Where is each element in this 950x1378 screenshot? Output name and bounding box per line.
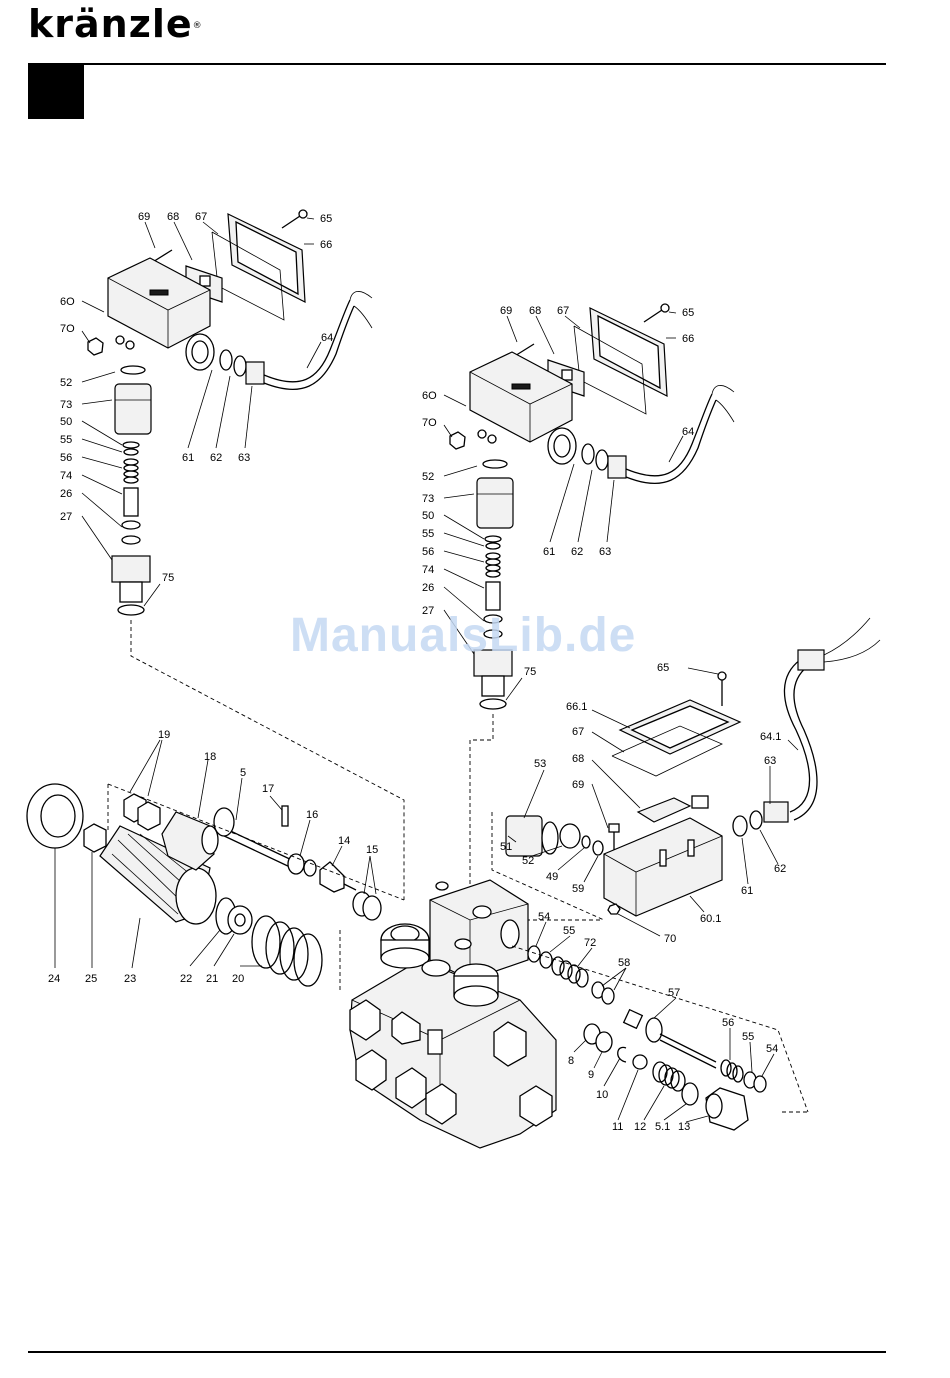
label-69: 69	[500, 305, 512, 317]
label-61: 61	[543, 546, 555, 558]
label-60-1: 60.1	[700, 913, 721, 925]
assembly-regulator	[27, 784, 404, 990]
label-68: 68	[572, 753, 584, 765]
label-22: 22	[180, 973, 192, 985]
label-75: 75	[162, 572, 174, 584]
label-26: 26	[60, 488, 72, 500]
label-64-1: 64.1	[760, 731, 781, 743]
label-55b: 55	[742, 1031, 754, 1043]
label-27: 27	[60, 511, 72, 523]
label-64: 64	[321, 332, 333, 344]
pump-body	[350, 880, 556, 1148]
label-53: 53	[534, 758, 546, 770]
label-15: 15	[366, 844, 378, 856]
label-65: 65	[320, 213, 332, 225]
label-57: 57	[668, 987, 680, 999]
label-16: 16	[306, 809, 318, 821]
label-69: 69	[572, 779, 584, 791]
label-21: 21	[206, 973, 218, 985]
label-63: 63	[764, 755, 776, 767]
label-52: 52	[522, 855, 534, 867]
label-66-1: 66.1	[566, 701, 587, 713]
label-24: 24	[48, 973, 60, 985]
label-51: 51	[500, 841, 512, 853]
label-61: 61	[182, 452, 194, 464]
label-54: 54	[538, 911, 550, 923]
label-26: 26	[422, 582, 434, 594]
label-6O: 6O	[60, 296, 75, 308]
label-56: 56	[60, 452, 72, 464]
label-61: 61	[741, 885, 753, 897]
label-69: 69	[138, 211, 150, 223]
label-56: 56	[722, 1017, 734, 1029]
label-11: 11	[612, 1121, 623, 1133]
label-17: 17	[262, 783, 274, 795]
label-70: 70	[664, 933, 676, 945]
label-59: 59	[572, 883, 584, 895]
label-12: 12	[634, 1121, 646, 1133]
label-73: 73	[422, 493, 434, 505]
label-62: 62	[571, 546, 583, 558]
label-14: 14	[338, 835, 350, 847]
label-54b: 54	[766, 1043, 778, 1055]
label-67: 67	[572, 726, 584, 738]
label-68: 68	[529, 305, 541, 317]
label-6O: 6O	[422, 390, 437, 402]
label-74: 74	[60, 470, 72, 482]
label-66: 66	[320, 239, 332, 251]
assembly-top-right	[450, 304, 734, 900]
label-13: 13	[678, 1121, 690, 1133]
label-58: 58	[618, 957, 630, 969]
label-9: 9	[588, 1069, 594, 1081]
label-64: 64	[682, 426, 694, 438]
label-7O: 7O	[60, 323, 75, 335]
label-67: 67	[557, 305, 569, 317]
label-50: 50	[60, 416, 72, 428]
watermark: ManualsLib.de	[290, 608, 636, 663]
label-7O: 7O	[422, 417, 437, 429]
label-68: 68	[167, 211, 179, 223]
label-75: 75	[524, 666, 536, 678]
label-65: 65	[682, 307, 694, 319]
label-55: 55	[563, 925, 575, 937]
label-74: 74	[422, 564, 434, 576]
label-62: 62	[210, 452, 222, 464]
label-63: 63	[238, 452, 250, 464]
label-20: 20	[232, 973, 244, 985]
label-5: 5	[240, 767, 246, 779]
label-19: 19	[158, 729, 170, 741]
label-23: 23	[124, 973, 136, 985]
label-55: 55	[60, 434, 72, 446]
label-52: 52	[60, 377, 72, 389]
label-62: 62	[774, 863, 786, 875]
label-8: 8	[568, 1055, 574, 1067]
label-65: 65	[657, 662, 669, 674]
label-52: 52	[422, 471, 434, 483]
label-72: 72	[584, 937, 596, 949]
label-10: 10	[596, 1089, 608, 1101]
assembly-switch-box	[470, 618, 880, 920]
callouts-regulator: 19 18 5 17 16 14 15 24 25 23 22 21 20	[48, 729, 378, 985]
label-73: 73	[60, 399, 72, 411]
label-50: 50	[422, 510, 434, 522]
label-66: 66	[682, 333, 694, 345]
label-67: 67	[195, 211, 207, 223]
label-56: 56	[422, 546, 434, 558]
label-55: 55	[422, 528, 434, 540]
label-5-1: 5.1	[655, 1121, 670, 1133]
label-18: 18	[204, 751, 216, 763]
label-25: 25	[85, 973, 97, 985]
label-49: 49	[546, 871, 558, 883]
label-63: 63	[599, 546, 611, 558]
